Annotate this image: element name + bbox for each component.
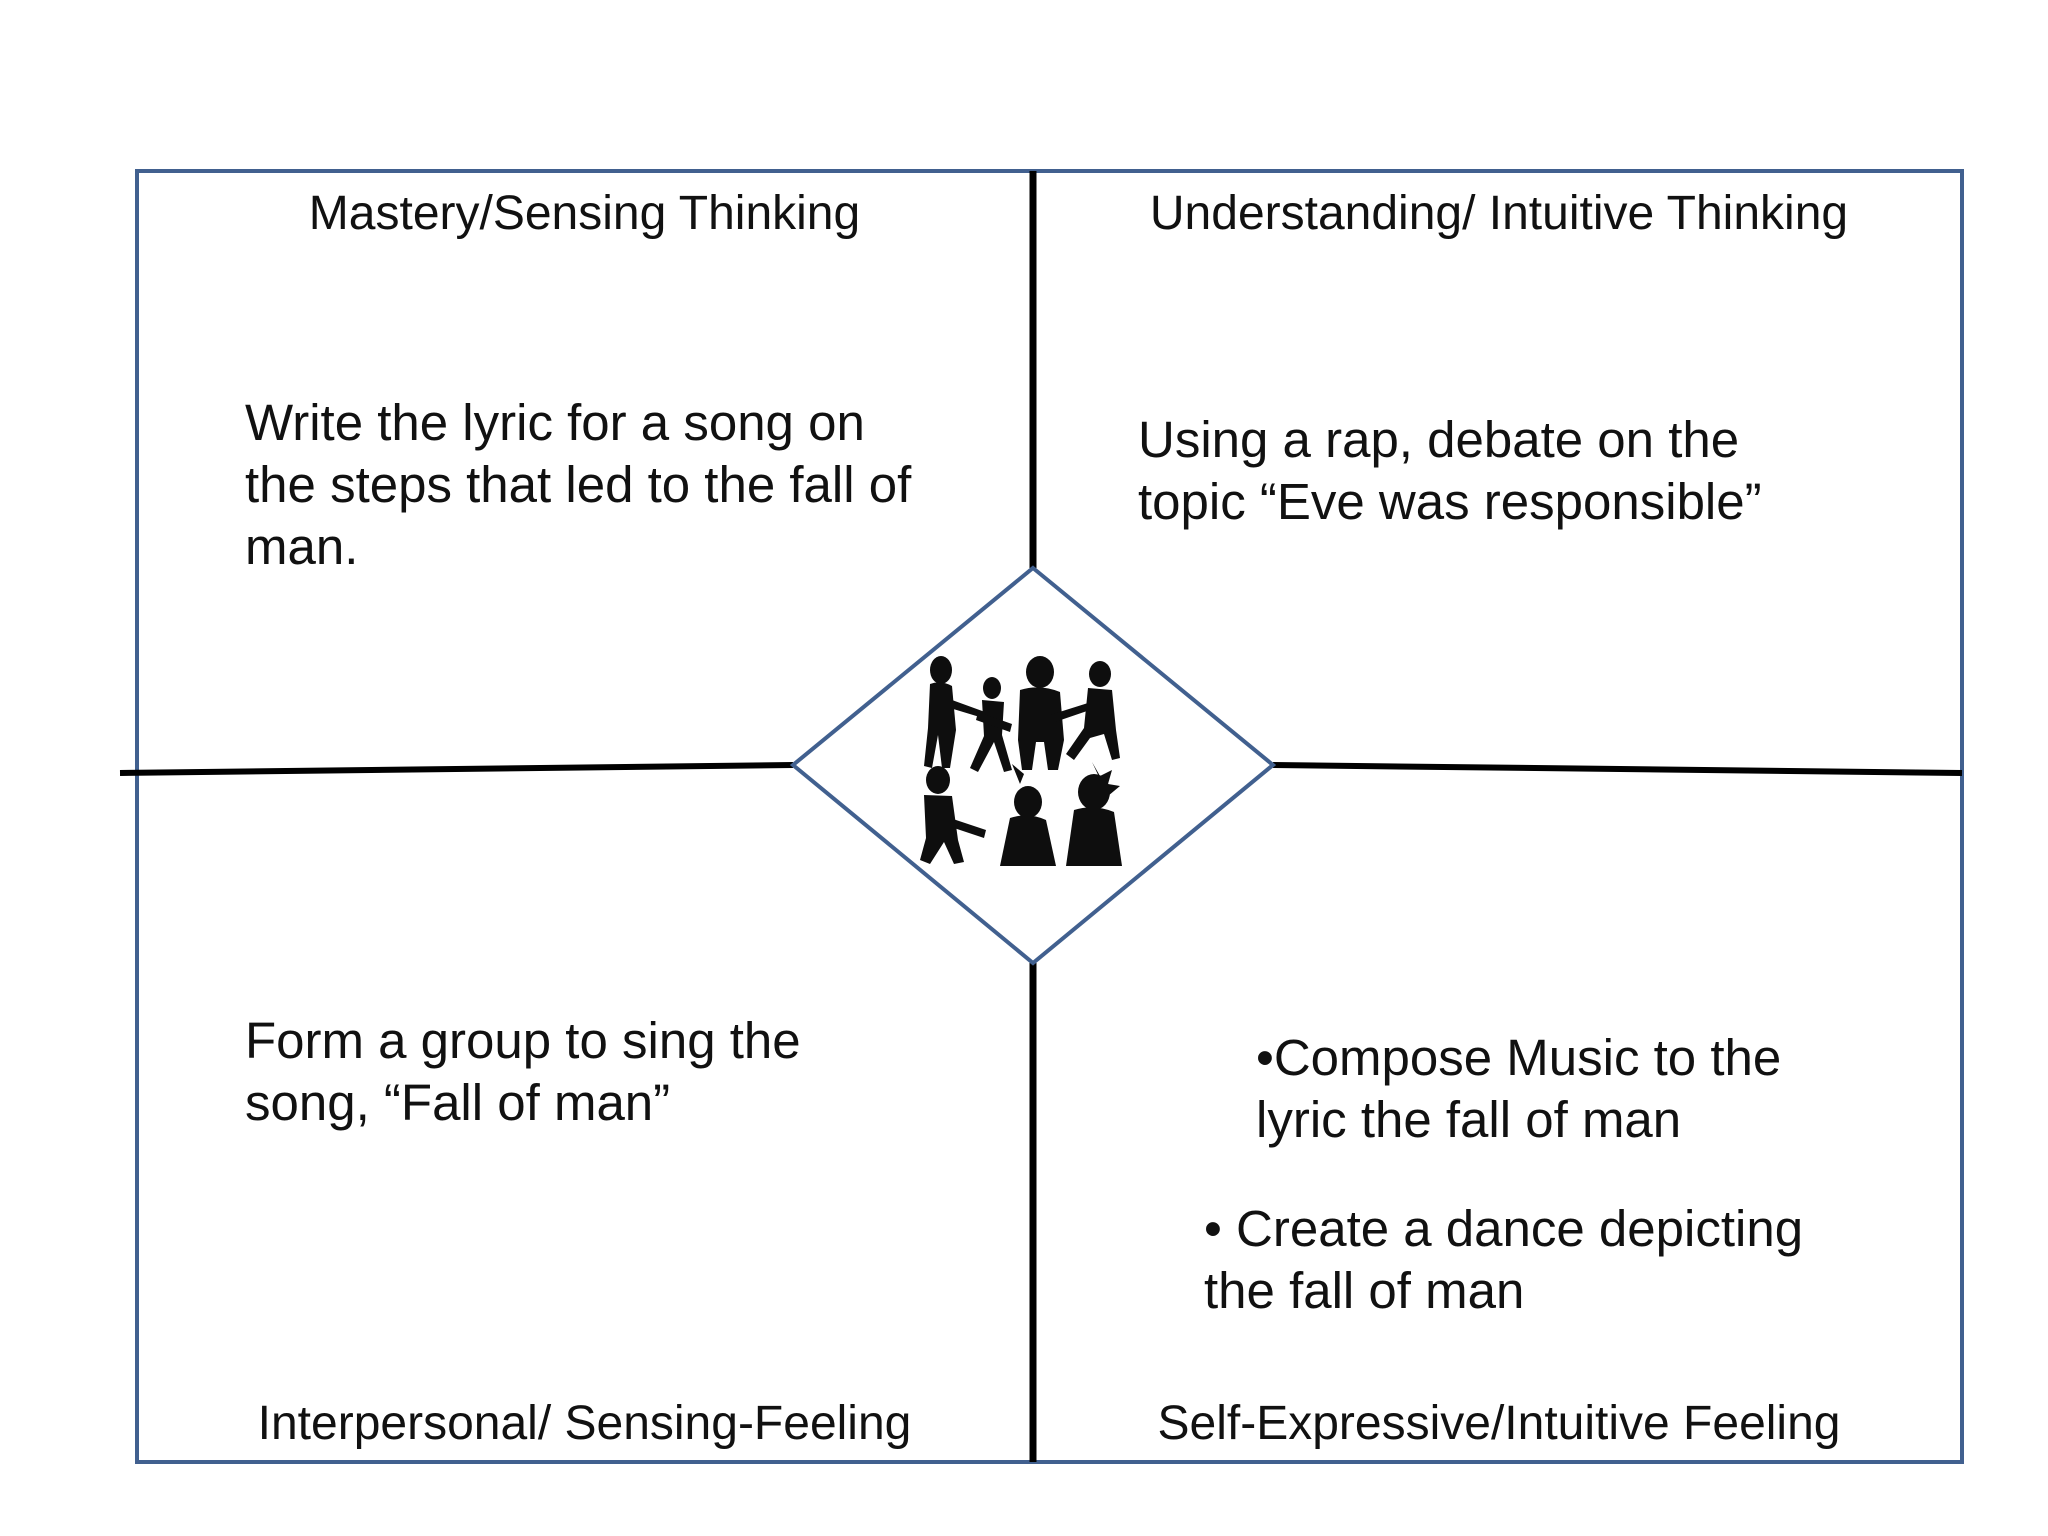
text-line: •Compose Music to the	[1256, 1029, 1782, 1086]
heading-bottom-left: Interpersonal/ Sensing-Feeling	[257, 1397, 912, 1450]
text-bottom-left: Form a group to sing the song, “Fall of …	[245, 1010, 801, 1134]
horizontal-divider-left	[119, 762, 794, 776]
heading-bottom-right: Self-Expressive/Intuitive Feeling	[1157, 1397, 1841, 1450]
center-diamond	[789, 565, 1277, 966]
text-line: the fall of man	[1204, 1262, 1525, 1319]
silhouette-bassist-center	[1018, 656, 1090, 770]
text-top-right: Using a rap, debate on the topic “Eve wa…	[1138, 409, 1762, 533]
text-line: Using a rap, debate on the	[1138, 411, 1740, 468]
text-line: lyric the fall of man	[1256, 1091, 1682, 1148]
text-top-left: Write the lyric for a song on the steps …	[245, 392, 911, 578]
heading-top-left: Mastery/Sensing Thinking	[308, 187, 861, 240]
silhouette-singer-left	[924, 656, 985, 768]
text-line: topic “Eve was responsible”	[1138, 473, 1762, 530]
text-line: • Create a dance depicting	[1204, 1200, 1804, 1257]
silhouette-guitarist-right	[1066, 661, 1120, 760]
music-band-silhouettes-icon	[920, 656, 1122, 866]
silhouette-drummer-bottom-center	[1000, 764, 1056, 866]
text-line: song, “Fall of man”	[245, 1074, 671, 1131]
text-line: the steps that led to the fall of	[245, 456, 912, 513]
silhouette-guitarist-bottom-left	[920, 766, 986, 864]
text-line: Form a group to sing the	[245, 1012, 801, 1069]
bullet-create-dance: • Create a dance depicting the fall of m…	[1204, 1198, 1803, 1322]
text-line: man.	[245, 518, 359, 575]
horizontal-divider-right	[1272, 762, 1963, 776]
bullet-compose-music: •Compose Music to the lyric the fall of …	[1256, 1027, 1781, 1151]
heading-top-right: Understanding/ Intuitive Thinking	[1149, 187, 1849, 240]
text-line: Write the lyric for a song on	[245, 394, 865, 451]
silhouette-singer-bottom-right	[1066, 762, 1122, 866]
outer-frame	[135, 169, 1964, 1464]
silhouette-guitarist-jumping	[970, 677, 1012, 772]
